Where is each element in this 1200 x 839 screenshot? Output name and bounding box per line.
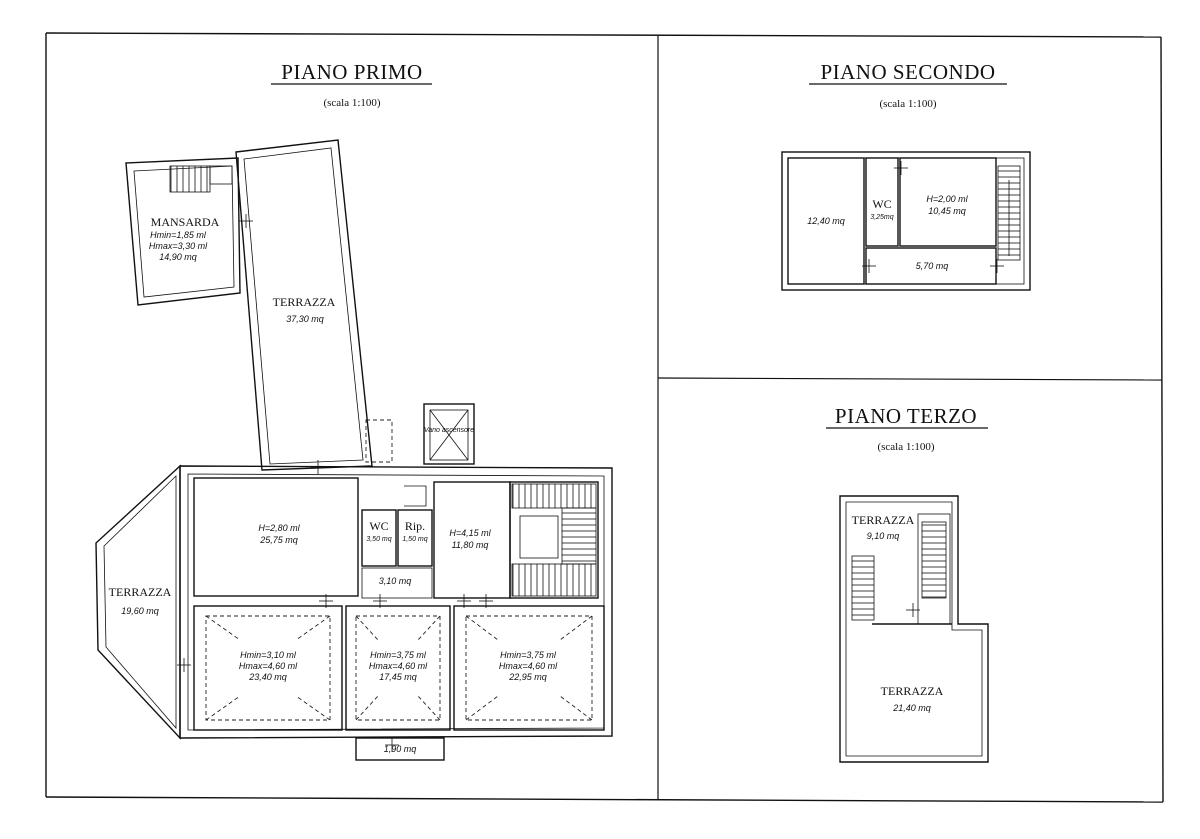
panel-title: PIANO TERZO <box>835 404 977 428</box>
scale-label: (scala 1:100) <box>323 97 380 109</box>
room-entry: H=4,15 ml 11,80 mq <box>433 481 511 599</box>
room-height: H=2,80 ml <box>258 523 300 533</box>
room-area: 5,70 mq <box>916 261 949 271</box>
elevator-shaft: Vano ascensore <box>423 403 475 465</box>
height-min: Hmin=1,85 ml <box>150 230 207 240</box>
room-wc: WC 3,25mq <box>865 157 899 247</box>
height-min: Hmin=3,75 ml <box>370 650 427 660</box>
room-height: H=2,00 ml <box>926 194 968 204</box>
height-max: Hmax=4,60 ml <box>239 661 298 671</box>
floor-outline <box>839 495 989 763</box>
panel-piano-primo: PIANO PRIMO (scala 1:100) MANSARDA Hmin=… <box>95 60 613 761</box>
room-b: H=2,00 ml 10,45 mq <box>899 157 997 247</box>
elevator-label: Vano ascensore <box>424 427 474 434</box>
room-name: WC <box>872 197 891 211</box>
room-height: H=4,15 ml <box>449 528 491 538</box>
room-area: 37,30 mq <box>286 314 324 324</box>
room-name: TERRAZZA <box>881 684 944 698</box>
panel-piano-secondo: PIANO SECONDO (scala 1:100) 12,40 mq WC … <box>781 60 1031 291</box>
panel-piano-terzo: PIANO TERZO (scala 1:100) TERRAZZA 9,10 … <box>826 404 989 763</box>
room-mansarda: MANSARDA Hmin=1,85 ml Hmax=3,30 ml 14,90… <box>125 157 241 306</box>
room-area: 9,10 mq <box>867 531 900 541</box>
panel-title: PIANO PRIMO <box>281 60 422 84</box>
room-terrazza-b: TERRAZZA 21,40 mq <box>881 684 944 713</box>
room-hallway: 3,10 mq <box>361 567 433 599</box>
room-name: TERRAZZA <box>852 513 915 527</box>
room-name: MANSARDA <box>151 215 220 229</box>
sheet-frame <box>45 32 1164 803</box>
room-area: 3,25mq <box>870 214 893 221</box>
room-area: 12,40 mq <box>807 216 845 226</box>
stairs-mansarda <box>169 165 211 193</box>
corridor: 5,70 mq <box>865 247 997 285</box>
height-max: Hmax=4,60 ml <box>369 661 428 671</box>
height-max: Hmax=3,30 ml <box>149 241 208 251</box>
room-bedroom-1: Hmin=3,10 ml Hmax=4,60 ml 23,40 mq <box>193 605 343 731</box>
height-min: Hmin=3,75 ml <box>500 650 557 660</box>
room-area: 17,45 mq <box>379 672 417 682</box>
room-area: 23,40 mq <box>248 672 287 682</box>
room-area: 22,95 mq <box>508 672 547 682</box>
door-marks <box>177 214 493 752</box>
room-area: 1,90 mq <box>384 744 417 754</box>
panel-title: PIANO SECONDO <box>820 60 995 84</box>
stairs-terzo <box>851 513 952 625</box>
room-area: 25,75 mq <box>259 535 298 545</box>
room-terrazza-top: TERRAZZA 37,30 mq <box>235 139 373 471</box>
door-marks <box>862 161 1004 273</box>
room-terrazza-a: TERRAZZA 9,10 mq <box>852 513 915 541</box>
room-area: 3,10 mq <box>379 576 412 586</box>
scale-label: (scala 1:100) <box>877 441 934 453</box>
room-living: H=2,80 ml 25,75 mq <box>193 477 359 597</box>
scale-label: (scala 1:100) <box>879 98 936 110</box>
height-min: Hmin=3,10 ml <box>240 650 297 660</box>
room-area: 14,90 mq <box>159 252 197 262</box>
room-a: 12,40 mq <box>787 157 865 285</box>
room-area: 1,50 mq <box>402 536 427 543</box>
room-terrazza-left: TERRAZZA 19,60 mq <box>95 464 181 740</box>
height-max: Hmax=4,60 ml <box>499 661 558 671</box>
room-area: 19,60 mq <box>121 606 159 616</box>
room-bedroom-2: Hmin=3,75 ml Hmax=4,60 ml 17,45 mq <box>345 605 451 731</box>
room-name: WC <box>369 519 388 533</box>
room-name: TERRAZZA <box>109 585 172 599</box>
room-area: 11,80 mq <box>452 540 489 550</box>
room-bedroom-3: Hmin=3,75 ml Hmax=4,60 ml 22,95 mq <box>453 605 605 731</box>
room-wc: WC 3,50 mq <box>361 509 397 567</box>
door-marks <box>906 603 920 617</box>
balcony: 1,90 mq <box>355 737 445 761</box>
room-name: Rip. <box>405 519 425 533</box>
room-area: 3,50 mq <box>366 536 391 543</box>
stairwell <box>509 481 599 599</box>
room-area: 21,40 mq <box>892 703 931 713</box>
room-area: 10,45 mq <box>928 206 966 216</box>
room-ripostiglio: Rip. 1,50 mq <box>397 485 433 567</box>
stairs-outline <box>365 419 393 463</box>
stairs-secondo <box>997 165 1021 261</box>
room-name: TERRAZZA <box>273 295 336 309</box>
